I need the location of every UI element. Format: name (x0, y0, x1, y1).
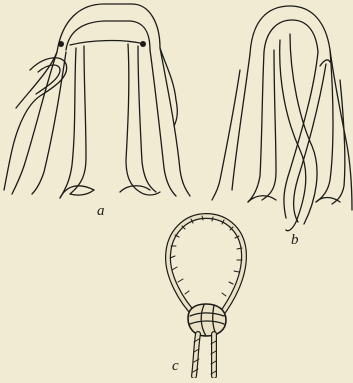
panel-a-drawing (4, 4, 190, 198)
panel-a-label: a (97, 204, 105, 219)
panel-b-label: b (291, 233, 299, 248)
panel-c-label: c (172, 359, 179, 374)
panel-c-drawing (168, 216, 244, 376)
panel-b-drawing (212, 6, 352, 231)
